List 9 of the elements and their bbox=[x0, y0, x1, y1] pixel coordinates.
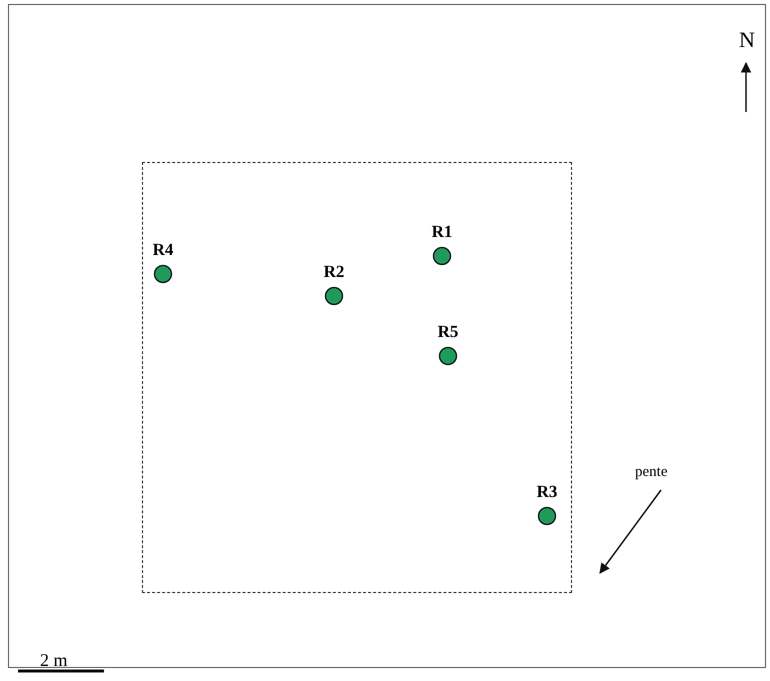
north-label: N bbox=[739, 30, 755, 50]
plot-boundary bbox=[142, 162, 572, 593]
point-label: R2 bbox=[322, 262, 346, 282]
point-label: R4 bbox=[152, 240, 174, 260]
point-label: R3 bbox=[536, 482, 558, 502]
slope-label: pente bbox=[635, 463, 668, 482]
scale-label: 2 m bbox=[40, 650, 68, 670]
point-label: R5 bbox=[436, 322, 460, 342]
point-label: R1 bbox=[430, 222, 454, 242]
